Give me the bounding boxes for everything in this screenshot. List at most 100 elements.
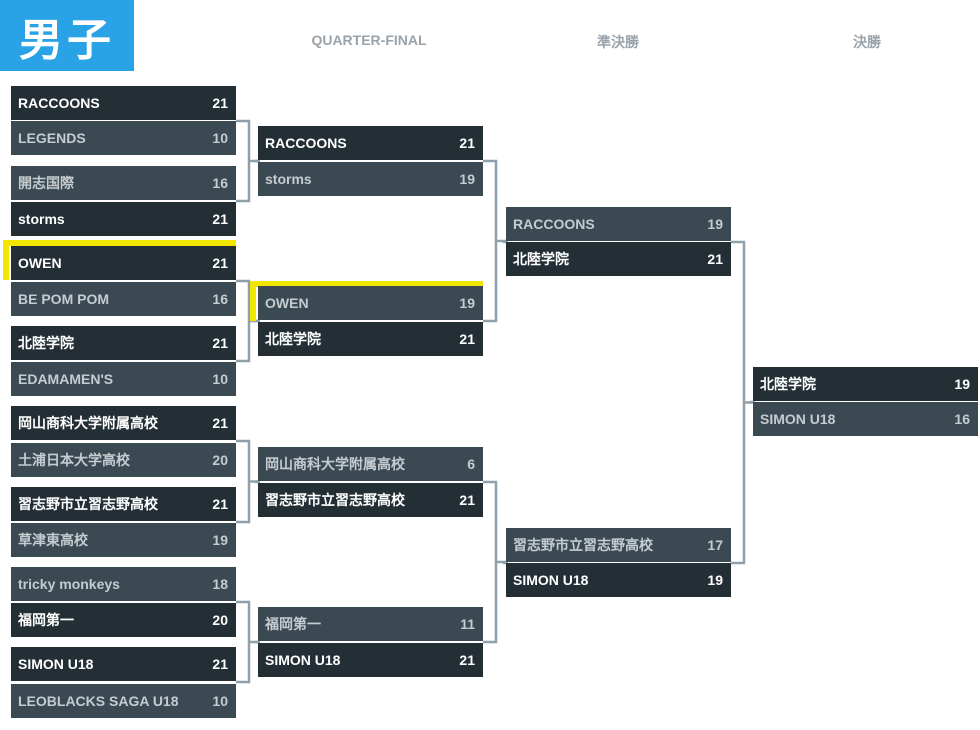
team-score: 21 [459, 652, 475, 668]
team-score: 21 [212, 656, 228, 672]
team-name: SIMON U18 [265, 652, 341, 668]
team-score: 19 [707, 572, 723, 588]
header-final: 決勝 [853, 34, 881, 50]
header-quarter-final: QUARTER-FINAL [311, 32, 427, 48]
bracket-connector [236, 600, 251, 684]
bracket-connector [236, 439, 251, 524]
team-score: 10 [212, 693, 228, 709]
team-entry[interactable]: RACCOONS 19 [506, 207, 731, 241]
team-entry[interactable]: 福岡第一 20 [11, 603, 236, 637]
bracket-connector [236, 279, 251, 363]
header-semi-final: 準決勝 [597, 34, 639, 50]
team-score: 11 [460, 616, 475, 632]
team-entry[interactable]: 岡山商科大学附属高校 21 [11, 406, 236, 440]
team-score: 21 [459, 331, 475, 347]
team-entry[interactable]: RACCOONS 21 [258, 126, 483, 160]
highlight-bar [3, 240, 236, 246]
team-score: 21 [212, 415, 228, 431]
team-score: 19 [459, 295, 475, 311]
team-score: 19 [707, 216, 723, 232]
team-name: storms [265, 171, 312, 187]
team-entry[interactable]: 土浦日本大学高校 20 [11, 443, 236, 477]
team-entry[interactable]: tricky monkeys 18 [11, 567, 236, 601]
team-score: 21 [212, 335, 228, 351]
team-score: 19 [212, 532, 228, 548]
team-score: 10 [212, 130, 228, 146]
team-entry[interactable]: RACCOONS 21 [11, 86, 236, 120]
team-name: BE POM POM [18, 291, 110, 307]
team-entry[interactable]: EDAMAMEN'S 10 [11, 362, 236, 396]
team-name: SIMON U18 [18, 656, 94, 672]
team-entry[interactable]: 北陸学院 21 [258, 322, 483, 356]
team-entry[interactable]: 草津東高校 19 [11, 523, 236, 557]
team-name: LEOBLACKS SAGA U18 [18, 693, 179, 709]
team-name: 北陸学院 [760, 376, 816, 392]
team-name: 草津東高校 [18, 532, 88, 548]
team-name: 習志野市立習志野高校 [18, 496, 158, 512]
team-entry[interactable]: LEGENDS 10 [11, 121, 236, 155]
team-name: LEGENDS [18, 130, 86, 146]
team-name: SIMON U18 [513, 572, 589, 588]
team-score: 17 [707, 537, 723, 553]
team-name: tricky monkeys [18, 576, 120, 592]
team-name: OWEN [18, 255, 62, 271]
highlight-bar [250, 281, 483, 287]
team-name: 福岡第一 [265, 616, 321, 632]
team-score: 21 [707, 251, 723, 267]
highlight-bar-side [250, 281, 256, 321]
team-score: 21 [212, 211, 228, 227]
team-score: 21 [212, 496, 228, 512]
page-title-badge: 男子 [0, 0, 134, 71]
team-name: 土浦日本大学高校 [18, 452, 130, 468]
team-entry[interactable]: BE POM POM 16 [11, 282, 236, 316]
bracket-connector [483, 159, 498, 323]
team-entry[interactable]: SIMON U18 21 [258, 643, 483, 677]
team-score: 18 [212, 576, 228, 592]
team-score: 16 [212, 175, 228, 191]
team-name: 習志野市立習志野高校 [265, 492, 405, 508]
team-name: 北陸学院 [265, 331, 321, 347]
team-entry[interactable]: SIMON U18 19 [506, 563, 731, 597]
team-score: 21 [459, 135, 475, 151]
team-score: 16 [212, 291, 228, 307]
bracket-connector [483, 480, 498, 644]
team-name: RACCOONS [513, 216, 595, 232]
team-name: 開志国際 [18, 175, 74, 191]
team-entry[interactable]: SIMON U18 21 [11, 647, 236, 681]
team-entry[interactable]: storms 21 [11, 202, 236, 236]
team-name: 北陸学院 [18, 335, 74, 351]
team-entry[interactable]: storms 19 [258, 162, 483, 196]
team-name: 岡山商科大学附属高校 [18, 415, 158, 431]
team-name: RACCOONS [18, 95, 100, 111]
team-score: 16 [954, 411, 970, 427]
team-entry[interactable]: SIMON U18 16 [753, 402, 978, 436]
team-score: 21 [212, 95, 228, 111]
team-entry[interactable]: LEOBLACKS SAGA U18 10 [11, 684, 236, 718]
team-score: 20 [212, 452, 228, 468]
team-entry[interactable]: OWEN 19 [258, 286, 483, 320]
team-entry[interactable]: 岡山商科大学附属高校 6 [258, 447, 483, 481]
bracket-connector [731, 240, 746, 565]
team-entry[interactable]: 福岡第一 11 [258, 607, 483, 641]
team-entry[interactable]: 北陸学院 21 [11, 326, 236, 360]
team-score: 20 [212, 612, 228, 628]
bracket-connector [236, 119, 251, 203]
team-entry[interactable]: 開志国際 16 [11, 166, 236, 200]
team-name: 岡山商科大学附属高校 [265, 456, 405, 472]
highlight-bar-side [3, 240, 9, 280]
team-score: 19 [459, 171, 475, 187]
team-name: 福岡第一 [18, 612, 74, 628]
team-name: EDAMAMEN'S [18, 371, 114, 387]
team-name: SIMON U18 [760, 411, 836, 427]
team-name: OWEN [265, 295, 309, 311]
team-score: 6 [467, 456, 475, 472]
team-score: 10 [212, 371, 228, 387]
team-name: RACCOONS [265, 135, 347, 151]
team-name: storms [18, 211, 65, 227]
team-entry[interactable]: 習志野市立習志野高校 21 [11, 487, 236, 521]
